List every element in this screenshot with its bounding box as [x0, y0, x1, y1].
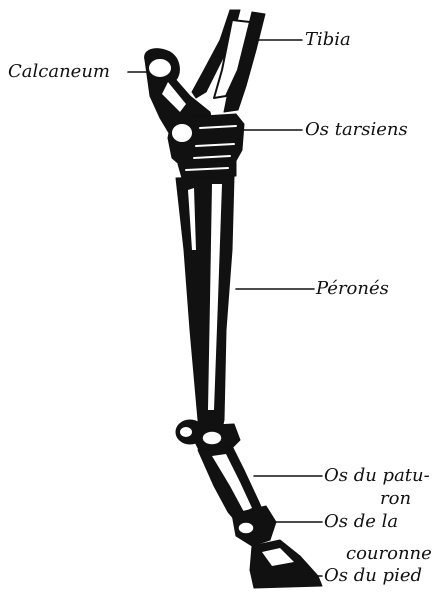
label-calcaneum: Calcaneum	[8, 63, 110, 81]
label-os-tarsiens: Os tarsiens	[305, 121, 408, 139]
short-pastern-bone	[232, 506, 276, 546]
tarsal-bones	[168, 114, 244, 178]
label-os-de-la-couronne-line2: couronne	[346, 545, 432, 563]
tibia-bone	[192, 10, 265, 112]
cannon-bone	[176, 176, 234, 442]
label-os-du-pied: Os du pied	[324, 567, 422, 585]
coffin-bone	[250, 540, 322, 588]
label-os-du-paturon-line1: Os du patu-	[324, 467, 430, 485]
label-perones: Péronés	[316, 280, 389, 298]
label-os-de-la-couronne-line1: Os de la	[324, 513, 398, 531]
label-os-du-paturon-line2: ron	[380, 490, 411, 508]
label-tibia: Tibia	[305, 31, 351, 49]
